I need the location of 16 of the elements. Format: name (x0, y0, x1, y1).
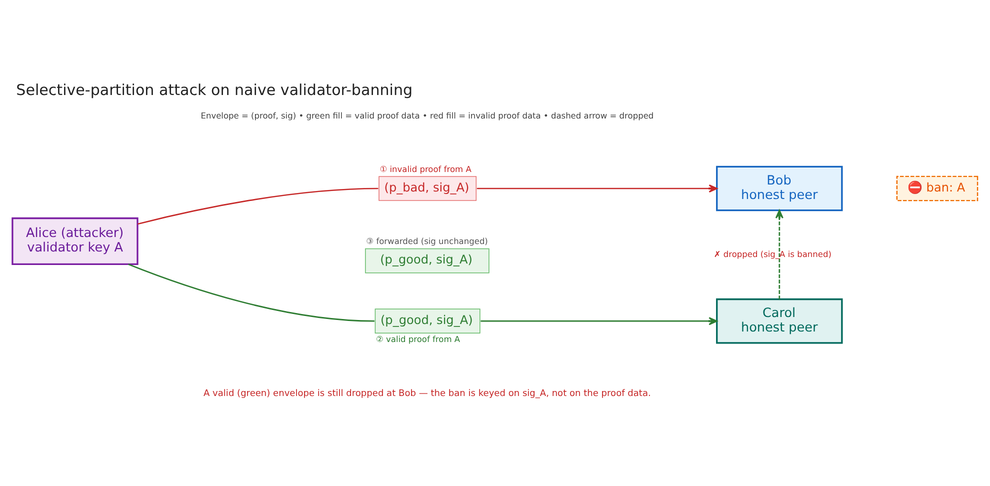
connector (128, 263, 374, 322)
node-label: ③ forwarded (sig unchanged) (366, 236, 488, 246)
diagram-title: Selective-partition attack on naive validator-banning (16, 80, 413, 99)
node-box: Bob honest peer (716, 165, 843, 211)
node-box: Alice (attacker) validator key A (12, 216, 138, 265)
label: Envelope = (proof, sig) • green fill = valid proof data • red fill = invalid proof data • dashed arrow = dropped (200, 110, 654, 120)
edge-label: ✗ dropped (sig_A is banned) (714, 248, 832, 258)
arrow (480, 316, 718, 325)
node-box: Carol honest peer (716, 298, 843, 344)
node-label: ① invalid proof from A (380, 163, 472, 174)
connector (138, 187, 378, 224)
arrow (775, 209, 784, 299)
node-box: ⛔ ban: A (896, 175, 978, 201)
node-label: ② valid proof from A (376, 334, 460, 344)
arrow (476, 184, 718, 192)
caption: A valid (green) envelope is still dropped at Bob — the ban is keyed on sig_A, not on the proof data. (204, 388, 651, 398)
